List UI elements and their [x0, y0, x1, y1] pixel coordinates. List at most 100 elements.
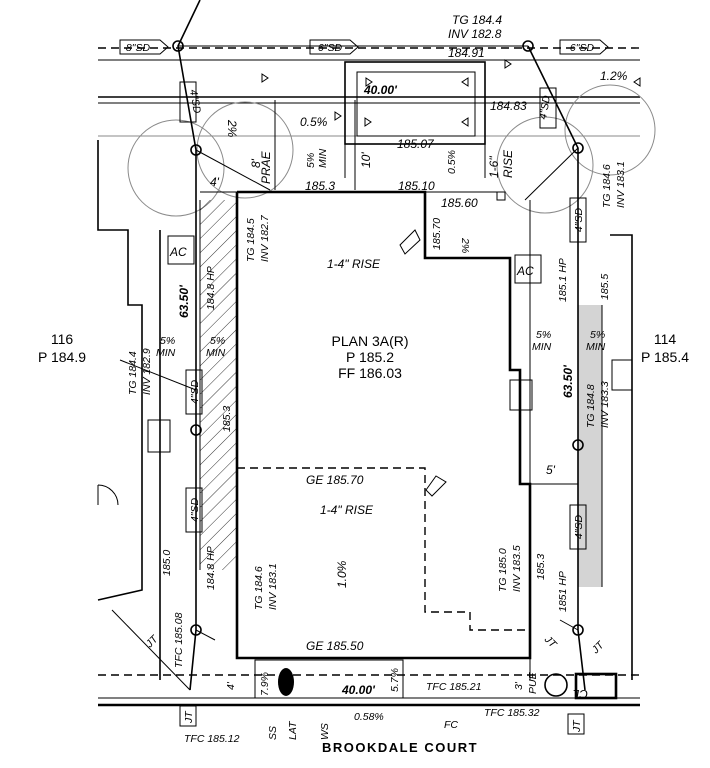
dim-4-bot: 4': [225, 681, 237, 690]
dimension-lines: [199, 100, 578, 570]
plan-name: PLAN 3A(R): [331, 333, 408, 349]
lot-116-pad: P 184.9: [38, 349, 86, 365]
dim-8: 8': [249, 158, 263, 168]
spot-triangles: [261, 59, 641, 127]
hp-1848-top: 184.8 HP: [205, 266, 217, 310]
min5-top: 5%: [305, 153, 317, 168]
jt-right-b: JT: [589, 638, 608, 657]
drain-inlets: [172, 40, 584, 636]
top-box: [344, 61, 486, 178]
ff-elev: FF 186.03: [338, 365, 402, 381]
lot-116-number: 116: [51, 331, 74, 347]
tg-1844-left: TG 184.4: [127, 351, 139, 395]
pipe-4sd-6: 4"SD: [537, 94, 553, 120]
lot-114-pad: P 185.4: [641, 349, 689, 365]
elev-1853-v: 185.3: [221, 406, 233, 432]
rise-14-lower: 1-4" RISE: [320, 503, 374, 517]
pipe-4sd-5: 4"SD: [187, 89, 203, 115]
elev-18483: 184.83: [490, 99, 527, 113]
pct5-left-a: 5%: [160, 335, 175, 347]
pipe-4sd-3: 4"SD: [573, 515, 585, 540]
elev-1855: 185.5: [599, 274, 611, 300]
elev-18491: 184.91: [448, 46, 485, 60]
elev-18560: 185.60: [441, 196, 478, 210]
slope-57: 5.7%: [389, 668, 401, 692]
jt-bottom-right: JT: [571, 719, 583, 733]
dim-10: 10': [359, 152, 373, 168]
tfc-18508: TFC 185.08: [173, 612, 185, 668]
prae: PRAE: [259, 150, 273, 184]
slope-2-mid: 2%: [459, 237, 471, 253]
tfc-18532: TFC 185.32: [484, 707, 540, 719]
rise-word: RISE: [501, 149, 515, 178]
hp-1848-bot: 184.8 HP: [205, 546, 217, 590]
pipe-4sd-4: 4"SD: [573, 208, 585, 233]
pipe-4sd-1: 4"SD: [189, 380, 201, 405]
tg-1846-bot: TG 184.6: [253, 566, 265, 610]
tfc-18512: TFC 185.12: [184, 733, 240, 745]
elev-1853-r: 185.3: [535, 554, 547, 580]
min-right-b: MIN: [586, 341, 606, 353]
rise-16: 1-6": [487, 156, 501, 178]
inv-1829-left: INV 182.9: [141, 348, 153, 395]
min-top: MIN: [317, 148, 329, 168]
inv-1828-top: INV 182.8: [448, 27, 502, 41]
pipe-4sd-2: 4"SD: [189, 498, 201, 523]
tg-1845-left: TG 184.5: [245, 218, 257, 262]
fc: FC: [444, 719, 458, 731]
min-left-a: MIN: [156, 347, 176, 359]
tg-1846-right: TG 184.6: [601, 164, 613, 208]
slope-79: 7.9%: [259, 672, 271, 696]
dim-40-top: 40.00': [363, 83, 398, 97]
dim-40-bot: 40.00': [341, 683, 376, 697]
pct5-right-a: 5%: [536, 329, 551, 341]
tg-1844-top: TG 184.4: [452, 13, 502, 27]
dim-4-top: 4': [210, 175, 220, 189]
pue: PUE: [527, 671, 539, 694]
inv-1827-left: INV 182.7: [259, 214, 271, 262]
pipe-tags: [119, 39, 609, 550]
slope-12: 1.2%: [600, 69, 628, 83]
inv-1831-right: INV 183.1: [615, 161, 627, 208]
slope-058: 0.58%: [354, 711, 384, 723]
pipe-6sd-a: 6"SD: [318, 42, 343, 54]
hp-1851-bot: 1851 HP: [557, 571, 569, 612]
jt-left: JT: [143, 632, 162, 651]
dim-5: 5': [546, 463, 556, 477]
slope-05b: 0.5%: [446, 150, 458, 174]
text-labels: PLAN 3A(R) P 185.2 FF 186.03 116 P 184.9…: [38, 13, 689, 755]
ss: SS: [267, 726, 279, 740]
tfc-18521: TFC 185.21: [426, 681, 481, 693]
elev-1853: 185.3: [305, 179, 335, 193]
min-left-b: MIN: [206, 347, 226, 359]
pct-10: 1.0%: [335, 560, 349, 588]
hp-1851-top: 185.1 HP: [557, 258, 569, 302]
rise-14-upper: 1-4" RISE: [327, 257, 381, 271]
bottom-street-lines: [98, 659, 640, 735]
street-name: BROOKDALE COURT: [322, 740, 478, 755]
ac-right: AC: [516, 264, 534, 278]
pad-elev: P 185.2: [346, 349, 394, 365]
dim-3: 3': [513, 681, 525, 690]
jt-bottom-left: JT: [183, 710, 195, 724]
inv-1831-bot: INV 183.1: [267, 563, 279, 610]
ge-18550: GE 185.50: [306, 639, 364, 653]
elev-1850: 185.0: [161, 550, 173, 576]
jt-right-a: JT: [541, 633, 560, 652]
min-right-a: MIN: [532, 341, 552, 353]
ge-18570: GE 185.70: [306, 473, 364, 487]
ws: WS: [319, 723, 331, 740]
lot-114-number: 114: [654, 331, 677, 347]
pct5-left-b: 5%: [210, 335, 225, 347]
storm-drain-lines: [111, 0, 586, 691]
pct5-right-b: 5%: [590, 329, 605, 341]
elev-18510: 185.10: [398, 179, 435, 193]
lat: LAT: [287, 720, 299, 740]
house-footprint: [235, 190, 532, 660]
slope-05: 0.5%: [300, 115, 328, 129]
cl: CL: [573, 687, 588, 701]
lot-lines: [97, 140, 633, 680]
tg-1848-right: TG 184.8: [585, 384, 597, 428]
rise-markers: [399, 229, 447, 497]
